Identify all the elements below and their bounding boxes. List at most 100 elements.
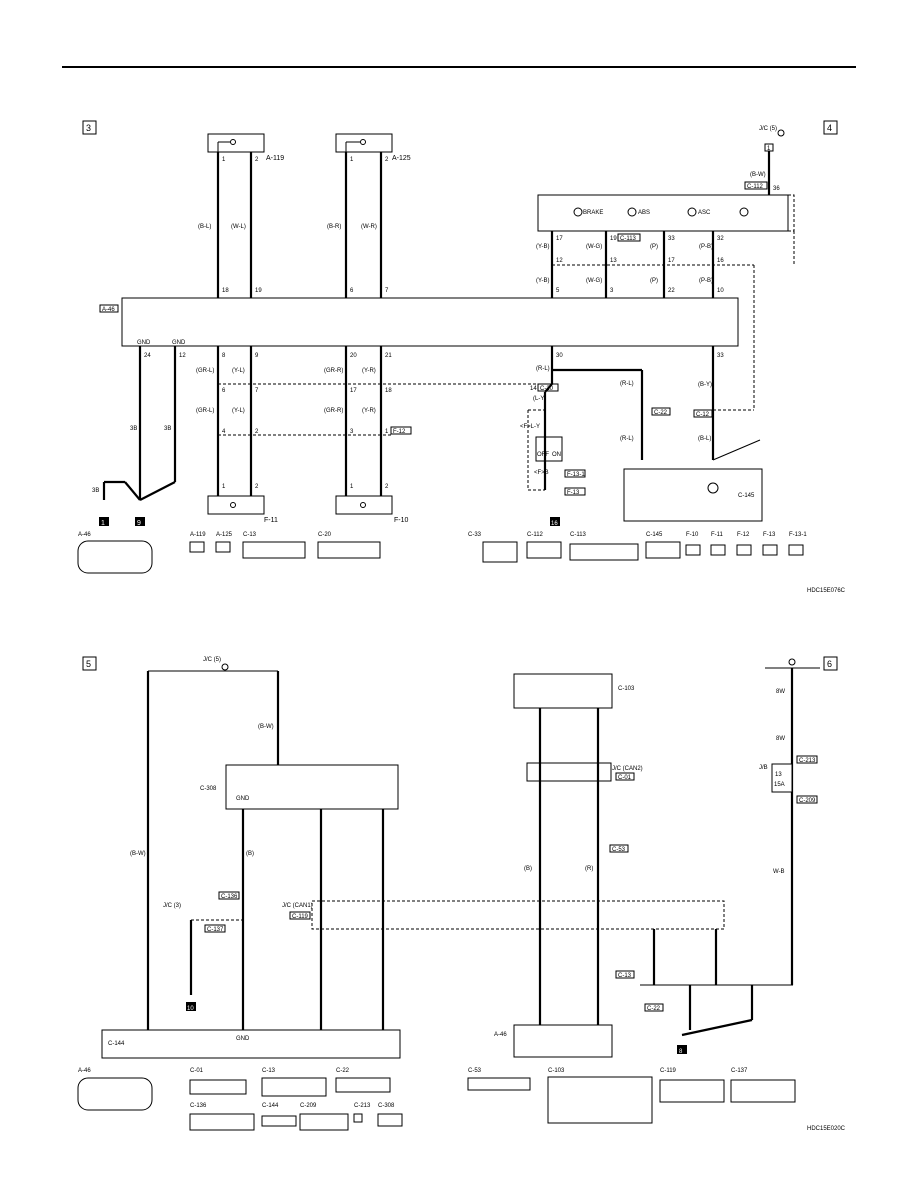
wire-color-label: (GR-R) bbox=[324, 408, 343, 414]
sensor-a119-box bbox=[207, 133, 265, 153]
fuse-box bbox=[771, 763, 793, 793]
wire-color-label: (Y-L) bbox=[232, 368, 245, 374]
wire-color-label: (Y-B) bbox=[536, 278, 549, 284]
ecu-a46-box bbox=[121, 297, 739, 347]
connector-label: F-13 bbox=[763, 532, 776, 538]
pin-label: 1 bbox=[385, 429, 389, 435]
pin-label: 19 bbox=[610, 236, 617, 242]
jc5-pin: 1 bbox=[767, 146, 771, 152]
wire-color-label: 8W bbox=[776, 689, 785, 695]
connector-label: C-53 bbox=[468, 1068, 482, 1074]
switch-off: OFF bbox=[537, 452, 549, 458]
c12-label: C-12 bbox=[696, 412, 710, 418]
a46-label: A-46 bbox=[102, 307, 115, 313]
c13-label: C-13 bbox=[618, 973, 632, 979]
meter-item: ASC bbox=[698, 210, 711, 216]
pin-label: 33 bbox=[668, 236, 675, 242]
connector-label: C-13 bbox=[262, 1068, 276, 1074]
pin-label: 18 bbox=[385, 388, 392, 394]
c53-label: C-53 bbox=[612, 847, 626, 853]
pin-label: 6 bbox=[350, 288, 354, 294]
wire-color-label: (P-B) bbox=[699, 244, 713, 250]
switch-wire-label: <F>L-Y bbox=[520, 424, 540, 430]
pin-label: 9 bbox=[255, 353, 259, 359]
section-4-label: 4 bbox=[827, 123, 832, 133]
diagram-2: 5 6 J/C (5) (B-W) (B-W) C-308 GND (B) J/… bbox=[77, 656, 846, 1132]
wire-color-label: (P) bbox=[650, 278, 658, 284]
connector-label: C-01 bbox=[190, 1068, 204, 1074]
jc5-label: J/C (5) bbox=[759, 126, 777, 132]
fuse-amperage: 15A bbox=[774, 782, 785, 788]
connector-views-1: A-46 A-119 A-125 C-13 C-20 C-33 C-112 C-… bbox=[77, 532, 807, 574]
pin-label: 32 bbox=[717, 236, 724, 242]
wire-color-label: (W-G) bbox=[586, 244, 602, 250]
pin-label: 1 bbox=[222, 157, 226, 163]
c113-label: C-113 bbox=[620, 236, 637, 242]
pin-label: 24 bbox=[144, 353, 151, 359]
connector-label: F-12 bbox=[737, 532, 750, 538]
pin-label: 6 bbox=[222, 388, 226, 394]
f131-label: F-13-1 bbox=[567, 472, 585, 478]
connector-label: C-209 bbox=[300, 1103, 317, 1109]
pin-label: 2 bbox=[385, 157, 389, 163]
c22-label: C-22 bbox=[654, 410, 668, 416]
pin-label: 2 bbox=[255, 157, 259, 163]
pin-label: 2 bbox=[255, 429, 259, 435]
sensor-f10-box bbox=[335, 495, 393, 515]
c22-label: C-22 bbox=[647, 1006, 661, 1012]
ground-label: 8 bbox=[679, 1049, 683, 1055]
wire-color-label: (W-G) bbox=[586, 278, 602, 284]
connector-label: C-20 bbox=[318, 532, 332, 538]
c145-label: C-145 bbox=[738, 493, 755, 499]
wire-color-label: W-B bbox=[773, 869, 785, 875]
diagram-1: 3 4 A-119 A-125 1 2 1 2 (B-L) (W-L) (B-R… bbox=[77, 120, 846, 594]
wire-color-label: 8W bbox=[776, 736, 785, 742]
wire-color-label: 3B bbox=[130, 426, 137, 432]
connector-label: C-137 bbox=[731, 1068, 748, 1074]
section-marker-3 bbox=[82, 120, 97, 135]
connector-label: A-119 bbox=[190, 532, 206, 538]
connector-label: F-10 bbox=[686, 532, 699, 538]
connector-label: A-46 bbox=[78, 1068, 91, 1074]
pin-label: 2 bbox=[255, 484, 259, 490]
wire-color-label: (B-W) bbox=[258, 724, 274, 730]
pin-label: 20 bbox=[350, 353, 357, 359]
pin-label: 1 bbox=[222, 484, 226, 490]
wire-color-label: (R) bbox=[585, 866, 593, 872]
jc3-label: J/C (3) bbox=[163, 903, 181, 909]
connector-label: C-136 bbox=[190, 1103, 207, 1109]
meter-item: BRAKE bbox=[583, 210, 603, 216]
module-c144-box bbox=[101, 1029, 401, 1059]
f12-label: F-12 bbox=[393, 429, 406, 435]
f11-label: F-11 bbox=[264, 517, 278, 524]
pin-label: 3 bbox=[610, 288, 614, 294]
c103-label: C-103 bbox=[618, 686, 635, 692]
pin-label: 14 bbox=[530, 386, 537, 392]
ground-label: 10 bbox=[187, 1006, 194, 1012]
wire-color-label: (GR-L) bbox=[196, 368, 214, 374]
switch-on: ON bbox=[552, 452, 561, 458]
connector-label: C-213 bbox=[354, 1103, 371, 1109]
connector-label: A-125 bbox=[216, 532, 233, 538]
pin-label: 22 bbox=[668, 288, 675, 294]
module-c308-box bbox=[225, 764, 399, 810]
wire-color-label: 3B bbox=[164, 426, 171, 432]
connector-label: C-22 bbox=[336, 1068, 350, 1074]
wire-color-label: (L-Y) bbox=[533, 396, 546, 402]
gnd-label: GND bbox=[172, 340, 186, 346]
wire-color-label: (Y-R) bbox=[362, 368, 376, 374]
switch-wire-label: <F>B bbox=[534, 470, 549, 476]
pin-label: 10 bbox=[717, 288, 724, 294]
f13-label: F-13 bbox=[567, 490, 580, 496]
wire-color-label: (B) bbox=[524, 866, 532, 872]
ground-label: 1 bbox=[101, 520, 105, 527]
pin-label: 12 bbox=[179, 353, 186, 359]
pin-label: 8 bbox=[222, 353, 226, 359]
pin-label: 13 bbox=[610, 258, 617, 264]
pin-label: 33 bbox=[717, 353, 724, 359]
wire-color-label: (B-L) bbox=[698, 436, 711, 442]
ground-label: 9 bbox=[137, 520, 141, 527]
connector-label: C-33 bbox=[468, 532, 482, 538]
section-marker-4 bbox=[823, 120, 838, 135]
